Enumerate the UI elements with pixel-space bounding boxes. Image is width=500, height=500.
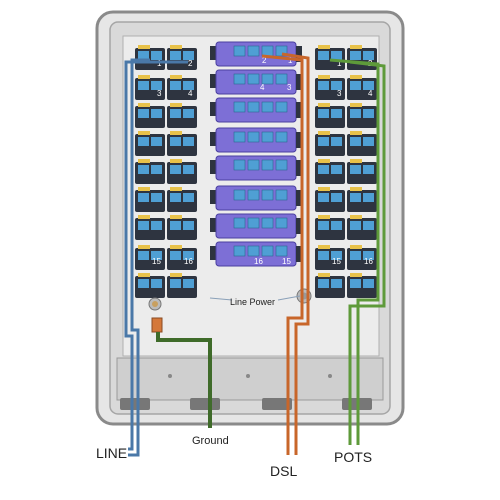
terminal-block	[347, 245, 377, 270]
left-number-16: 16	[184, 257, 193, 266]
terminal-block	[315, 131, 345, 156]
right-number-16: 16	[364, 257, 373, 266]
protection-module	[210, 127, 302, 153]
terminal-block	[135, 245, 165, 270]
right-number-4: 4	[368, 89, 373, 98]
protection-module	[210, 185, 302, 211]
terminal-block	[315, 75, 345, 100]
terminal-block	[315, 159, 345, 184]
ground-wire	[156, 332, 212, 428]
terminal-block	[347, 159, 377, 184]
terminal-block	[135, 131, 165, 156]
bottom-fittings	[120, 374, 372, 410]
terminal-block	[167, 159, 197, 184]
terminal-block	[347, 103, 377, 128]
protection-module	[210, 69, 302, 95]
middle-module-column: 2 1 4 3 16 15	[210, 41, 302, 267]
terminal-block	[167, 45, 197, 70]
terminal-block	[167, 245, 197, 270]
terminal-block	[315, 215, 345, 240]
middle-number-3: 3	[287, 83, 292, 92]
terminal-block	[347, 131, 377, 156]
protection-module	[210, 241, 302, 267]
terminal-block	[135, 215, 165, 240]
left-number-2: 2	[188, 59, 193, 68]
terminal-block	[167, 273, 197, 298]
dsl-wire-b	[281, 52, 310, 455]
right-number-15: 15	[332, 257, 341, 266]
middle-number-1: 1	[288, 56, 293, 65]
line-wire-b	[124, 60, 188, 451]
line-power-label: Line Power	[230, 297, 275, 307]
terminal-block	[347, 215, 377, 240]
terminal-block	[315, 245, 345, 270]
terminal-block	[315, 273, 345, 298]
terminal-block	[167, 131, 197, 156]
protection-module	[210, 213, 302, 239]
dsl-wire-a	[261, 54, 304, 455]
terminal-block	[167, 187, 197, 212]
pots-wire-b	[348, 60, 386, 445]
terminal-block	[347, 75, 377, 100]
terminal-block	[315, 45, 345, 70]
terminal-block	[135, 103, 165, 128]
middle-number-15: 15	[282, 257, 291, 266]
protection-module	[210, 41, 302, 67]
protection-module	[210, 97, 302, 123]
terminal-block	[315, 187, 345, 212]
dsl-label: DSL	[270, 463, 297, 479]
line-power-leader-left	[209, 297, 233, 301]
pots-label: POTS	[334, 449, 372, 465]
line-wire-a	[128, 58, 150, 457]
left-number-3: 3	[157, 89, 162, 98]
terminal-block	[347, 187, 377, 212]
bottom-tray	[116, 357, 384, 401]
terminal-block	[135, 159, 165, 184]
ground-label: Ground	[192, 435, 229, 447]
line-power-leader-right	[277, 295, 301, 301]
terminal-block	[167, 75, 197, 100]
terminal-block	[135, 187, 165, 212]
line-label: LINE	[96, 445, 127, 461]
left-number-4: 4	[188, 89, 193, 98]
terminal-block	[135, 75, 165, 100]
left-stud-core	[152, 301, 158, 307]
terminal-block	[347, 273, 377, 298]
terminal-block	[315, 103, 345, 128]
right-number-3: 3	[337, 89, 342, 98]
right-number-1: 1	[337, 59, 342, 68]
middle-number-2: 2	[262, 56, 267, 65]
terminal-block	[347, 45, 377, 70]
middle-number-4: 4	[260, 83, 265, 92]
protection-module	[210, 155, 302, 181]
ground-lug	[151, 317, 163, 333]
terminal-block	[167, 103, 197, 128]
terminal-block	[135, 273, 165, 298]
left-number-15: 15	[152, 257, 161, 266]
terminal-block	[167, 215, 197, 240]
middle-number-16: 16	[254, 257, 263, 266]
